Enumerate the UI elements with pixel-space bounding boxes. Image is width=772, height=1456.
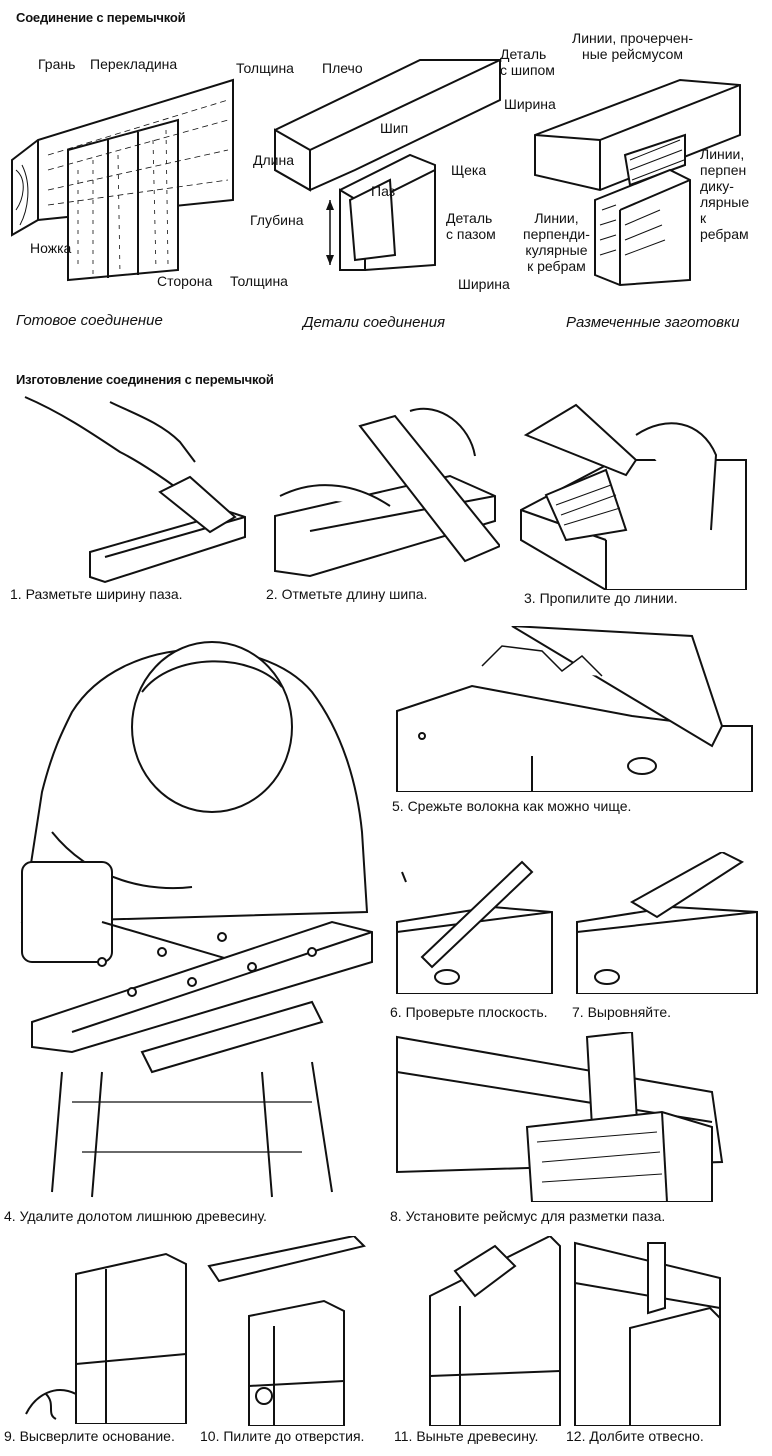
- step2-illustration: [270, 396, 500, 586]
- label-shirina-2: Ширина: [458, 276, 510, 292]
- caption-detali-soedineniya: Детали соединения: [303, 314, 446, 331]
- label-ship: Шип: [380, 120, 409, 136]
- marked-blanks-illustration: [530, 60, 770, 290]
- step11-caption: 11. Выньте древесину.: [394, 1428, 539, 1444]
- label-linii-perpen-left: Линии, перпенди- кулярные к ребрам: [523, 210, 590, 274]
- step6-caption: 6. Проверьте плоскость.: [390, 1004, 548, 1020]
- step2-caption: 2. Отметьте длину шипа.: [266, 586, 428, 602]
- label-tolshchina-2: Толщина: [230, 273, 288, 289]
- step10-illustration: [204, 1236, 380, 1426]
- caption-gotovoe-soedinenie: Готовое соединение: [16, 312, 163, 329]
- label-detal-s-shipom: Деталь с шипом: [500, 46, 555, 78]
- step3-illustration: [516, 400, 756, 590]
- label-gran: Грань: [38, 56, 76, 72]
- label-perekladina: Перекладина: [90, 56, 178, 72]
- step4-illustration: [12, 632, 374, 1202]
- step5-caption: 5. Срежьте волокна как можно чище.: [392, 798, 632, 814]
- label-detal-s-pazom: Деталь с пазом: [446, 210, 496, 242]
- section1-title: Соединение с перемычкой: [16, 10, 186, 25]
- step5-illustration: [392, 626, 762, 792]
- step9-illustration: [16, 1244, 196, 1424]
- label-shirina-1: Ширина: [504, 96, 556, 112]
- step1-illustration: [20, 392, 250, 584]
- step9-caption: 9. Высверлите основание.: [4, 1428, 175, 1444]
- step6-illustration: [392, 852, 560, 994]
- label-tolshchina-1: Толщина: [236, 60, 294, 76]
- step11-illustration: [400, 1236, 570, 1426]
- section2-title: Изготовление соединения с перемычкой: [16, 372, 274, 387]
- step12-illustration: [570, 1238, 762, 1426]
- step12-caption: 12. Долбите отвесно.: [566, 1428, 704, 1444]
- label-nozhka: Ножка: [30, 240, 72, 256]
- step8-illustration: [392, 1032, 762, 1202]
- step3-caption: 3. Пропилите до линии.: [524, 590, 678, 606]
- step8-caption: 8. Установите рейсмус для разметки паза.: [390, 1208, 666, 1224]
- label-plecho: Плечо: [322, 60, 363, 76]
- label-shcheka: Щека: [451, 162, 487, 178]
- step10-caption: 10. Пилите до отверстия.: [200, 1428, 365, 1444]
- label-linii-reysmus: Линии, прочерчен- ные рейсмусом: [572, 30, 694, 62]
- label-storona: Сторона: [157, 273, 213, 289]
- caption-razmechennye-zagotovki: Размеченные заготовки: [566, 314, 740, 331]
- label-dlina: Длина: [253, 152, 294, 168]
- step1-caption: 1. Разметьте ширину паза.: [10, 586, 183, 602]
- label-paz: Паз: [371, 183, 396, 199]
- label-glubina: Глубина: [250, 212, 304, 228]
- step4-caption: 4. Удалите долотом лишнюю древесину.: [4, 1208, 267, 1224]
- step7-caption: 7. Выровняйте.: [572, 1004, 672, 1020]
- step7-illustration: [572, 852, 762, 994]
- joint-parts-illustration: [270, 40, 510, 280]
- label-linii-perpen-right: Линии, перпен дику- лярные к ребрам: [700, 146, 750, 242]
- finished-joint-illustration: [8, 60, 238, 290]
